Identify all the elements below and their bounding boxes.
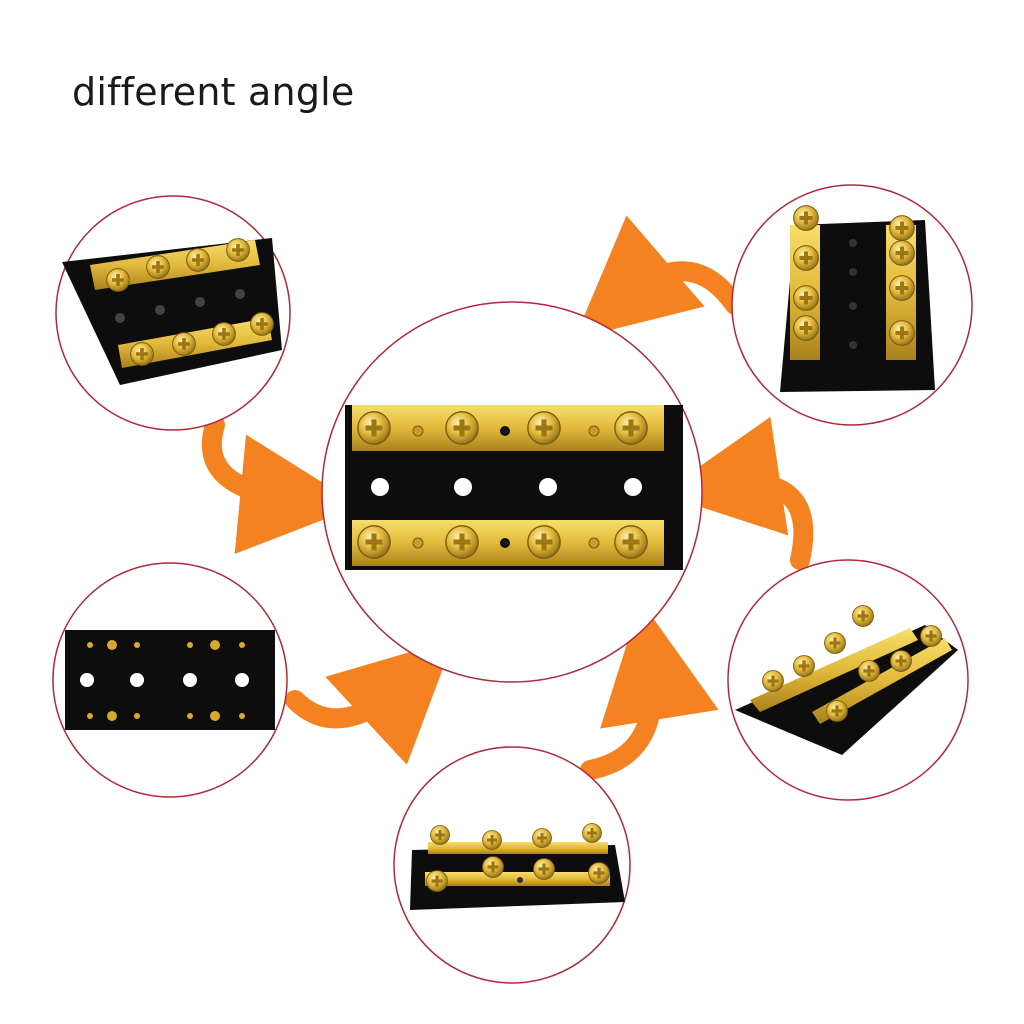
top-left-angled-view [55, 195, 291, 431]
page-title: different angle [72, 70, 355, 114]
top-right-vertical-view [731, 184, 973, 426]
arrow-top-right [574, 215, 745, 340]
bottom-front-view [393, 746, 631, 984]
right-side-view [727, 559, 969, 801]
arrow-left-bottom [285, 639, 454, 765]
left-bottom-view [52, 562, 288, 798]
center-top-view [321, 301, 703, 683]
arrow-right [660, 416, 814, 570]
arrow-bottom [580, 600, 719, 780]
arrows [201, 215, 814, 780]
arrow-top-left [201, 415, 360, 555]
